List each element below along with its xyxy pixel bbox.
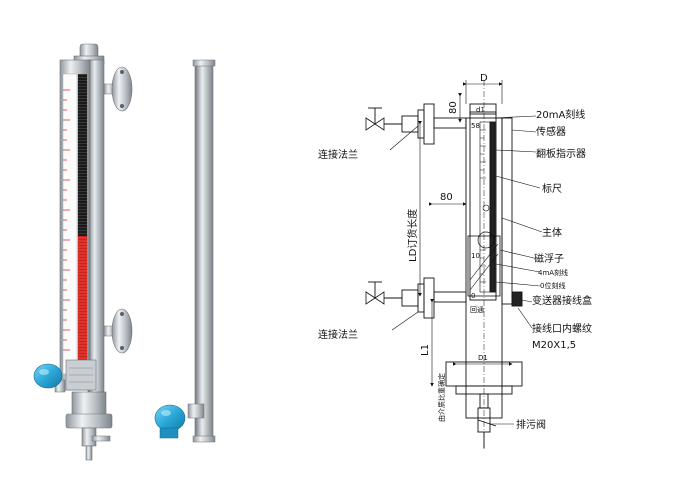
drawing-lower-flange <box>423 277 435 319</box>
label-flange-top: 连接法兰 <box>318 148 358 161</box>
lower-flange <box>111 308 133 354</box>
label-flip-indicator: 翻板指示器 <box>536 147 586 160</box>
flap-column-red <box>78 236 87 376</box>
upper-flange <box>111 66 133 112</box>
flap-column-black <box>78 74 87 236</box>
dim-80-top: 80 <box>448 101 459 114</box>
label-thread-spec: M20X1,5 <box>532 340 576 351</box>
dim-80-mid: 80 <box>440 192 453 203</box>
scale-num-top: 58 <box>471 122 480 130</box>
drawing-float <box>467 235 501 297</box>
label-body: 主体 <box>542 227 562 239</box>
label-4ma: 4mA刻线 <box>538 268 568 277</box>
dim-l1-note: 由介质比重确定 <box>437 373 446 422</box>
bottom-tag: 回通 <box>470 305 484 314</box>
dim-l1: L1 <box>420 344 431 356</box>
dim-d1: D1 <box>478 354 488 362</box>
drawing-upper-flange <box>423 103 435 145</box>
scale-num-bot: 0 <box>471 292 475 300</box>
dim-ld: LD订货长度 <box>406 209 419 262</box>
gauge-photo-front <box>33 43 133 461</box>
label-sensor: 传感器 <box>536 125 566 138</box>
valve-icon <box>365 117 385 131</box>
label-float: 磁浮子 <box>534 252 564 265</box>
label-junction-box: 变送器接线盒 <box>532 294 592 307</box>
technical-drawing <box>365 80 523 450</box>
label-flange-bottom: 连接法兰 <box>318 328 358 341</box>
label-scale-top: 20mA刻线 <box>536 108 585 121</box>
scale-num-mid: 10 <box>471 252 480 260</box>
drawing-indicator <box>469 111 497 301</box>
dimension-lines <box>418 80 513 387</box>
label-thread: 接线口内螺纹 <box>532 322 592 335</box>
gauge-photo-side <box>154 59 216 443</box>
junction-box-icon <box>33 363 66 393</box>
drawing-sensor <box>501 117 513 305</box>
scale-ticks <box>63 89 70 351</box>
valve-icon-lower <box>365 291 385 305</box>
label-ruler: 标尺 <box>542 183 562 195</box>
label-0-line: 0位刻线 <box>540 281 565 290</box>
dim-d: D <box>480 73 488 84</box>
dim-d1-top: d1 <box>476 106 485 114</box>
label-drain-valve: 排污阀 <box>516 418 546 431</box>
leader-lines <box>389 115 543 425</box>
junction-box-icon-side <box>154 404 186 439</box>
drawing-labels: 20mA刻线 传感器 翻板指示器 标尺 主体 磁浮子 4mA刻线 0位刻线 变送… <box>318 73 592 431</box>
